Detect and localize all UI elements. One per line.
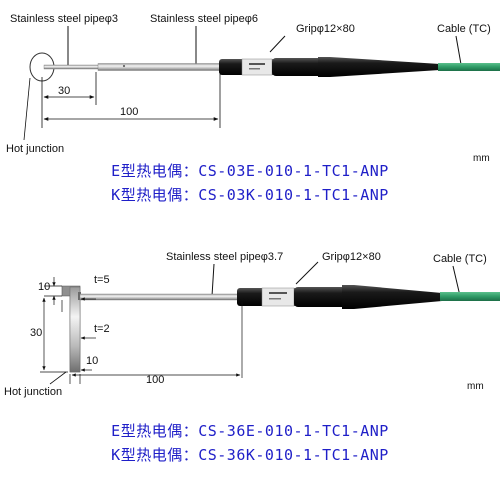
bottom-grip-rear <box>294 287 346 307</box>
bottom-sensor-joint <box>78 292 81 300</box>
top-label-pipe-small: Stainless steel pipeφ3 <box>10 13 118 25</box>
bottom-grip-label-mark <box>269 298 281 300</box>
top-probe: Stainless steel pipeφ3 Stainless steel p… <box>6 13 500 164</box>
bottom-sensor-plate-face <box>69 286 81 373</box>
top-model-e: E型热电偶：CS-03E-010-1-TC1-ANP <box>111 162 389 180</box>
top-leader-grip <box>269 35 286 53</box>
top-leader-hot-junction <box>23 77 31 141</box>
top-grip-label-mark <box>249 68 260 70</box>
top-dim-30: 30 <box>58 85 70 97</box>
bottom-leader-grip <box>295 261 319 285</box>
bottom-leader-cable <box>452 265 461 297</box>
bottom-dim-10-top: 10 <box>38 281 50 293</box>
bottom-label-hot-junction: Hot junction <box>4 386 62 398</box>
top-unit: mm <box>473 153 490 164</box>
top-label-hot-junction: Hot junction <box>6 143 64 155</box>
bottom-label-grip: Gripφ12×80 <box>322 251 381 263</box>
bottom-leader-pipe <box>211 263 215 297</box>
bottom-cable <box>440 292 500 301</box>
top-grip-label <box>241 58 273 76</box>
top-pipe-thick <box>97 63 223 71</box>
bottom-grip-label-mark <box>269 292 287 294</box>
top-grip-rear <box>272 58 322 76</box>
bottom-label-cable: Cable (TC) <box>433 253 487 265</box>
top-pipe-thin <box>43 64 101 70</box>
bottom-leader-hot-junction <box>49 371 67 385</box>
bottom-model-e: E型热电偶：CS-36E-010-1-TC1-ANP <box>111 422 389 440</box>
top-dim-100: 100 <box>120 106 138 118</box>
bottom-dim-100: 100 <box>146 374 164 386</box>
top-label-cable: Cable (TC) <box>437 23 491 35</box>
bottom-probe: Stainless steel pipeφ3.7 Gripφ12×80 Cabl… <box>4 251 500 398</box>
bottom-grip-label <box>261 287 295 307</box>
bottom-strain-relief <box>342 285 442 309</box>
bottom-unit: mm <box>467 381 484 392</box>
top-grip-label-mark <box>249 63 265 65</box>
bottom-dim-30: 30 <box>30 327 42 339</box>
bottom-dim-10-bottom: 10 <box>86 355 98 367</box>
top-pipe-dot <box>122 64 126 68</box>
bottom-model-k: K型热电偶：CS-36K-010-1-TC1-ANP <box>111 446 389 464</box>
bottom-dim-t5: t=5 <box>94 274 110 286</box>
bottom-label-pipe: Stainless steel pipeφ3.7 <box>166 251 283 263</box>
top-label-grip: Gripφ12×80 <box>296 23 355 35</box>
bottom-pipe <box>79 293 241 301</box>
top-cable <box>438 63 500 71</box>
top-strain-relief <box>318 57 440 77</box>
bottom-dim-t2: t=2 <box>94 323 110 335</box>
top-label-pipe-large: Stainless steel pipeφ6 <box>150 13 258 25</box>
top-model-k: K型热电偶：CS-03K-010-1-TC1-ANP <box>111 186 389 204</box>
